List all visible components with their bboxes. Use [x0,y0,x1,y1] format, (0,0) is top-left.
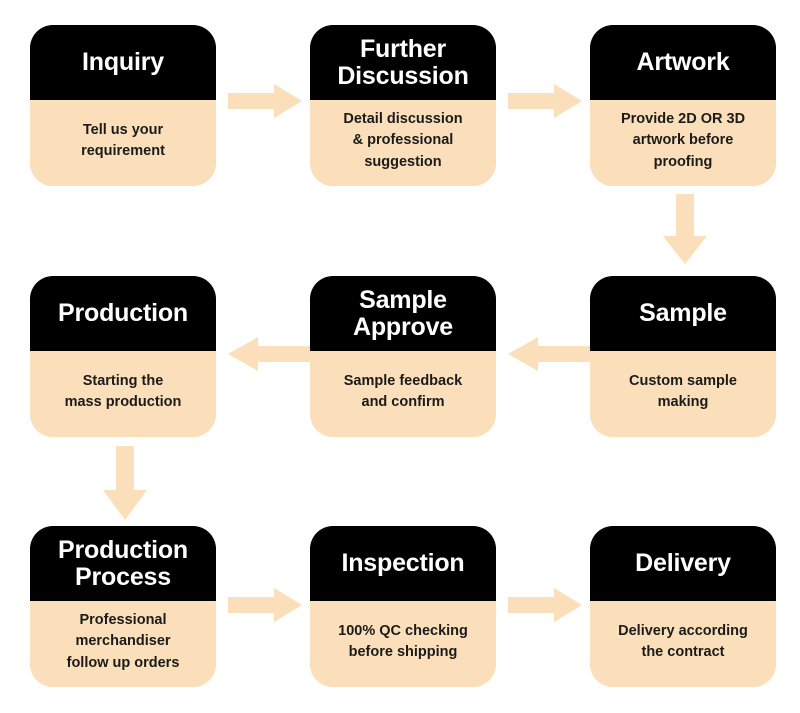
description-line: making [657,394,709,410]
description-line: & professional [352,132,454,149]
flow-node-sample[interactable]: Sample Custom sample making [590,276,776,437]
arrow-right-icon [228,84,302,118]
description-line: Custom sample [629,372,737,389]
description-line: and confirm [361,394,445,410]
flow-node-title: Sample [590,276,776,351]
arrow-down-icon [103,446,147,520]
title-line: Inspection [341,549,465,578]
description-line: proofing [653,153,713,170]
description-line: Starting the [82,372,164,389]
description-line: merchandiser [75,633,171,650]
title-line: Further [359,35,447,63]
flow-node-title: Production Process [30,526,216,601]
description-line: Professional [79,612,167,629]
title-line: Inquiry [82,48,164,77]
arrow-left-icon [508,337,592,371]
description-line: the contract [641,644,725,660]
flow-node-title: Inquiry [30,25,216,100]
flow-node-description: Provide 2D OR 3D artwork before proofing [590,100,776,186]
flow-node-production-process[interactable]: Production Process Professional merchand… [30,526,216,687]
flow-node-description: Starting the mass production [30,351,216,437]
flow-node-description: Professional merchandiser follow up orde… [30,601,216,687]
description-line: follow up orders [66,654,180,671]
flow-node-description: Custom sample making [590,351,776,437]
arrow-right-icon [508,84,582,118]
flow-node-title: Artwork [590,25,776,100]
title-line: Delivery [635,549,731,578]
description-line: Delivery according [618,622,748,639]
description-line: 100% QC checking [338,622,468,639]
flow-node-description: Sample feedback and confirm [310,351,496,437]
flow-node-description: Delivery according the contract [590,601,776,687]
flow-node-description: 100% QC checking before shipping [310,601,496,687]
arrow-left-icon [228,337,312,371]
title-line: Production [58,536,188,564]
description-line: mass production [64,394,182,410]
flow-node-description: Tell us your requirement [30,100,216,186]
title-line: Production [58,299,188,328]
title-line: Sample [359,286,447,314]
flow-node-production[interactable]: Production Starting the mass production [30,276,216,437]
flow-node-inquiry[interactable]: Inquiry Tell us your requirement [30,25,216,186]
description-line: Provide 2D OR 3D [620,111,746,128]
flow-node-title: Production [30,276,216,351]
title-line: Process [75,562,171,591]
flow-node-title: Delivery [590,526,776,601]
flow-node-title: Sample Approve [310,276,496,351]
flow-node-description: Detail discussion & professional suggest… [310,100,496,186]
arrow-down-icon [663,194,707,264]
description-line: suggestion [364,153,442,170]
description-line: Tell us your [82,121,164,138]
flow-node-title: Inspection [310,526,496,601]
description-line: artwork before [632,132,734,149]
title-line: Sample [639,299,727,328]
flow-node-title: Further Discussion [310,25,496,100]
description-line: requirement [81,143,165,159]
flow-node-further-discussion[interactable]: Further Discussion Detail discussion & p… [310,25,496,186]
title-line: Discussion [337,61,469,90]
description-line: Detail discussion [343,111,463,128]
arrow-right-icon [508,588,582,622]
arrow-right-icon [228,588,302,622]
description-line: Sample feedback [343,372,463,389]
title-line: Artwork [636,48,730,77]
flow-node-inspection[interactable]: Inspection 100% QC checking before shipp… [310,526,496,687]
flow-node-artwork[interactable]: Artwork Provide 2D OR 3D artwork before … [590,25,776,186]
description-line: before shipping [348,644,458,660]
title-line: Approve [352,312,453,341]
flow-node-delivery[interactable]: Delivery Delivery according the contract [590,526,776,687]
flow-node-sample-approve[interactable]: Sample Approve Sample feedback and confi… [310,276,496,437]
